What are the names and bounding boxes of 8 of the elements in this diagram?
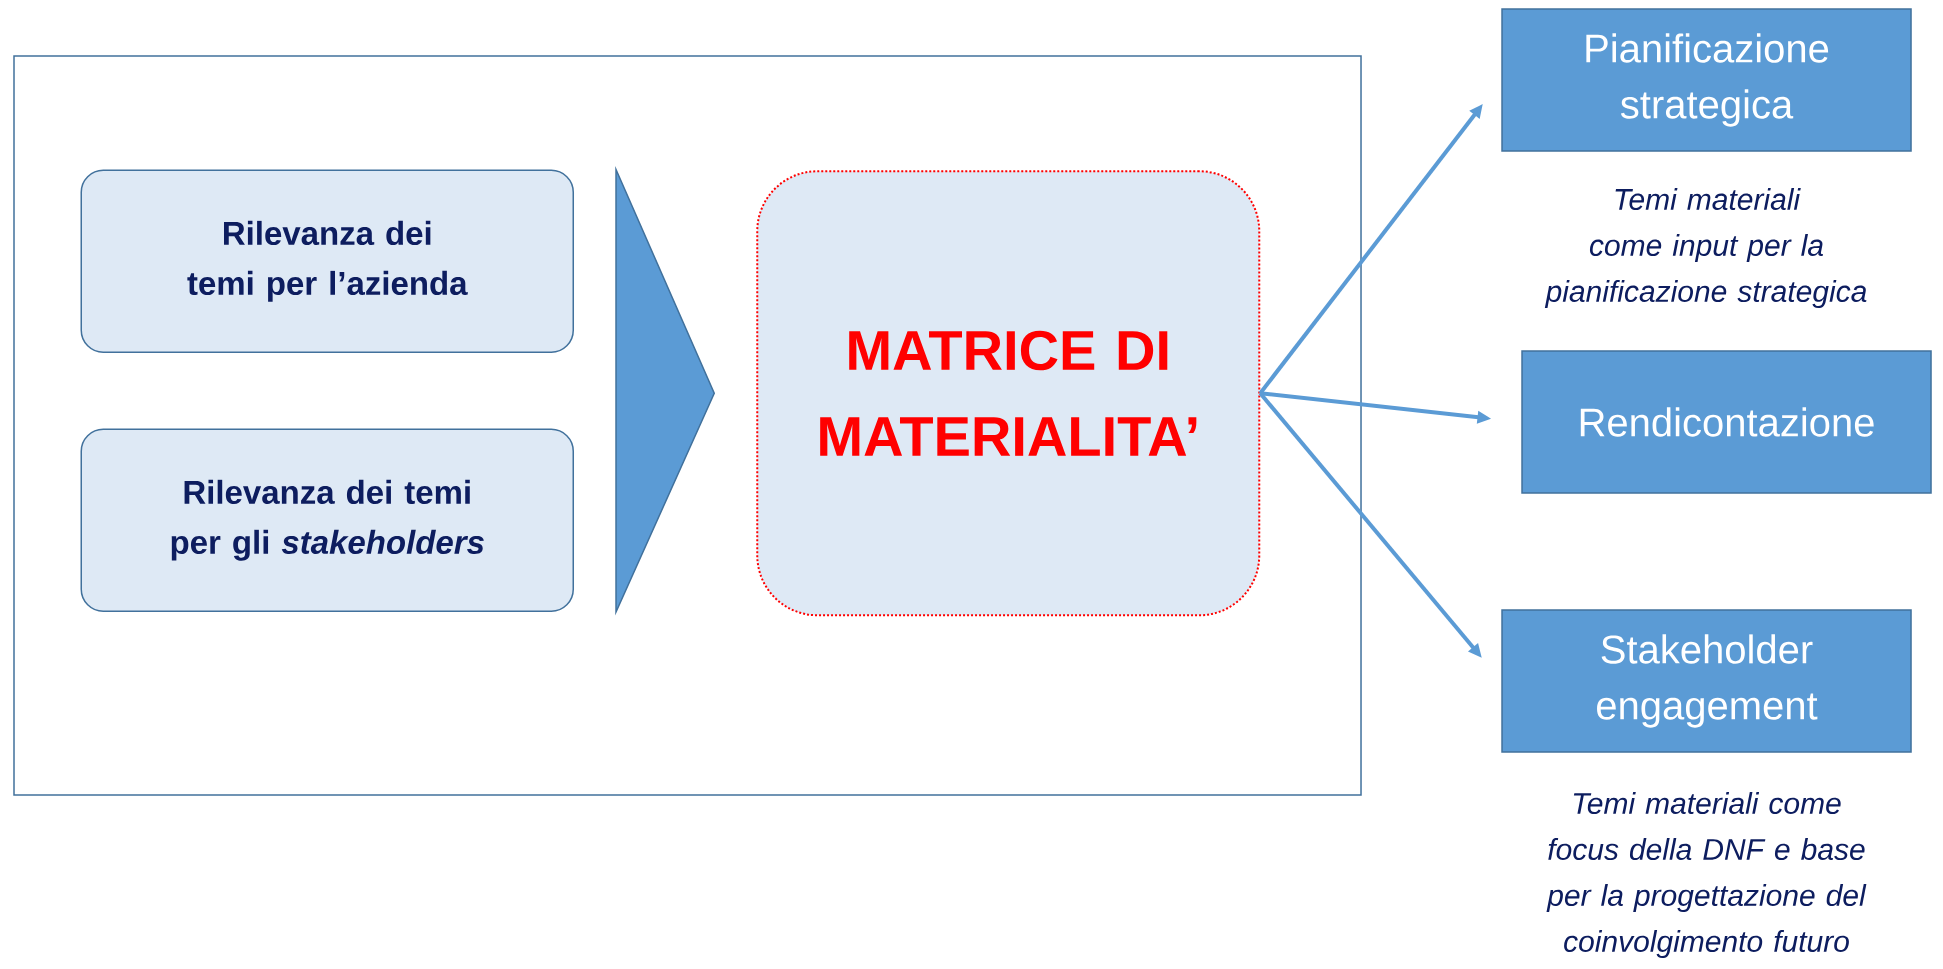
matrix-box: MATRICE DI MATERIALITA’ <box>756 170 1261 617</box>
note-text: Temi materiali come focus della DNF e base per la progettazione del coinvolgimento futuro <box>1546 792 1867 958</box>
note-text: Temi materiali come input per la pianificazione strategica <box>1544 188 1867 308</box>
input-box: Rilevanza dei temi per gli stakeholders <box>80 428 574 612</box>
output-box: Rendicontazione <box>1521 350 1932 494</box>
output-box: Pianificazione strategica <box>1501 8 1912 152</box>
output-box: Stakeholder engagement <box>1501 609 1912 753</box>
input-box: Rilevanza dei temi per l’azienda <box>80 169 574 353</box>
